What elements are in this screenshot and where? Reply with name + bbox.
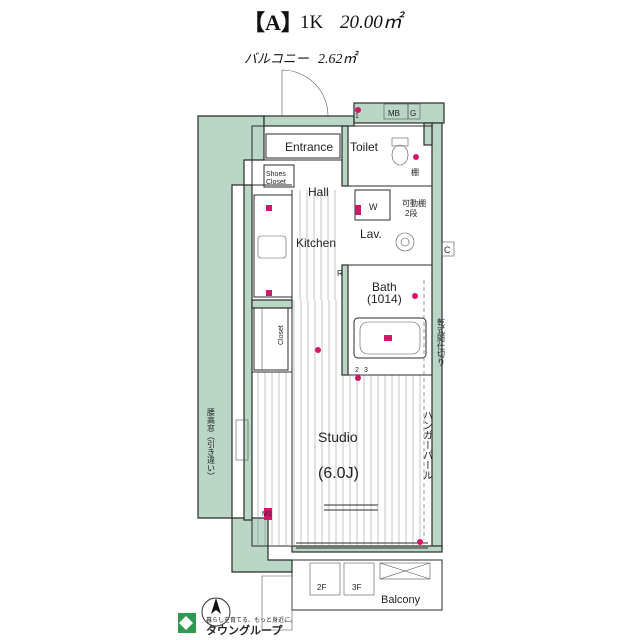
c-label: C (444, 245, 451, 255)
shelf-label-2: 2段 (405, 208, 417, 218)
meter-box-label: MB (388, 109, 400, 118)
balcony-label: バルコニー (244, 51, 310, 66)
shoes-closet-label-1: Shoes (266, 171, 286, 178)
partition-note: 乾式間仕切り (437, 317, 446, 366)
circle-label-1: 1 (355, 113, 359, 120)
lavatory-label: Lav. (360, 227, 382, 241)
shelf-label-1: 可動棚 (402, 198, 426, 208)
kitchen-label: Kitchen (296, 236, 336, 250)
shelf-top-label: 棚 (411, 167, 419, 177)
bath-size-label: (1014) (367, 292, 402, 306)
toilet-label: Toilet (350, 140, 379, 154)
floor-area: 20.00㎡ (340, 11, 406, 33)
closet-label: Closet (278, 325, 285, 345)
washer-label: W (369, 202, 378, 212)
layout-type: 1K (300, 12, 324, 33)
room-outlines (235, 69, 455, 631)
studio-flooring (257, 190, 421, 545)
floor-2f-label: 2F (317, 583, 326, 592)
balcony-room-label: Balcony (381, 594, 421, 606)
logo-tagline: 暮らしを育てる、もっと身近に。 (206, 616, 296, 624)
logo-name: タウングループ (206, 623, 283, 637)
gas-label: G (410, 109, 416, 118)
unit-type: 【A】 (243, 10, 303, 35)
shoes-closet-label-2: Closet (266, 179, 286, 186)
circle-label-3: 3 (364, 367, 368, 374)
circle-label-2: 2 (355, 367, 359, 374)
floor-3f-label: 3F (352, 583, 361, 592)
balcony-area: 2.62㎡ (318, 50, 360, 67)
walls (197, 102, 445, 573)
studio-label: Studio (318, 429, 358, 445)
window-note: 腰高窓（引き違い） (207, 408, 216, 480)
company-logo: 暮らしを育てる、もっと身近に。 タウングループ (178, 597, 296, 637)
electrical-markers (264, 107, 423, 545)
entrance-label: Entrance (285, 140, 333, 154)
studio-size-label: (6.0J) (318, 465, 359, 482)
hall-label: Hall (308, 185, 329, 199)
m1-label: M1 (262, 511, 272, 518)
r-label: R (337, 269, 343, 278)
hanger-note: ハンガーパール (421, 410, 433, 480)
bath-label: Bath (372, 280, 397, 294)
